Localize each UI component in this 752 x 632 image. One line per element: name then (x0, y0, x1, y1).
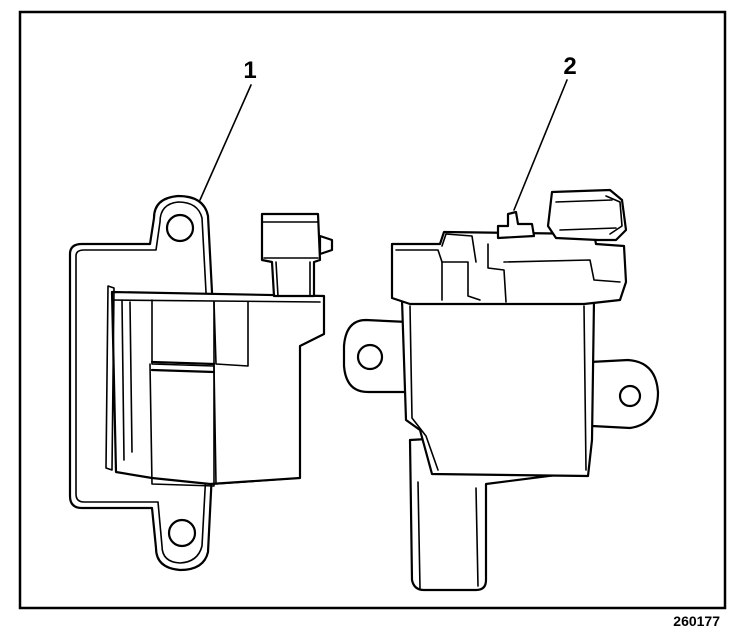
coil-connector-neck (275, 261, 311, 297)
coil-housing-left-edge (409, 305, 439, 471)
header-left-socket (395, 249, 443, 301)
coil-upper-block (151, 299, 215, 367)
coil-lower-block-right (213, 365, 301, 485)
top-connector-lines (555, 199, 617, 231)
header-left-step (441, 261, 481, 301)
coil-rear-flange (105, 285, 115, 471)
coil-connector (260, 212, 322, 298)
figure-number: 260177 (673, 613, 720, 629)
coil-top-edge (111, 299, 321, 303)
coil-upper-block-right (213, 301, 249, 367)
header-right-inner (503, 259, 621, 283)
top-connector-clip (605, 195, 623, 235)
left-mounting-ear (342, 318, 410, 394)
bracket-upper-hole (165, 213, 195, 243)
coil-inner-edge (121, 299, 133, 461)
coil-with-bracket: 1 (68, 57, 334, 572)
diagram-frame (18, 10, 727, 610)
coil-housing (400, 298, 596, 478)
coil-tower-ribs (417, 481, 479, 589)
header-right-socket (487, 243, 507, 303)
coil-lower-block (149, 363, 215, 487)
callout-1-label: 1 (243, 57, 256, 84)
callout-2-label: 2 (563, 53, 576, 80)
coil-connector-band (261, 221, 319, 259)
right-mounting-ear (588, 358, 660, 430)
coil-body (110, 290, 326, 486)
right-ear-hole (618, 384, 642, 408)
coil-seam-band (150, 360, 216, 374)
coil-header (390, 230, 628, 306)
coil-top-connector (546, 188, 628, 242)
bracket-outline (68, 194, 214, 572)
coil-connector-latch (318, 234, 334, 256)
bracket-lower-hole (167, 518, 197, 548)
callout-2-leader (513, 79, 568, 211)
bracket-inner-outline (75, 201, 207, 564)
connector-terminal-stud (496, 210, 536, 240)
header-left-tab (441, 233, 477, 263)
coil-end-view: 2 (342, 53, 660, 592)
callout-1-leader (199, 84, 252, 201)
left-ear-hole (356, 343, 384, 371)
coil-housing-right-edge (583, 305, 587, 471)
